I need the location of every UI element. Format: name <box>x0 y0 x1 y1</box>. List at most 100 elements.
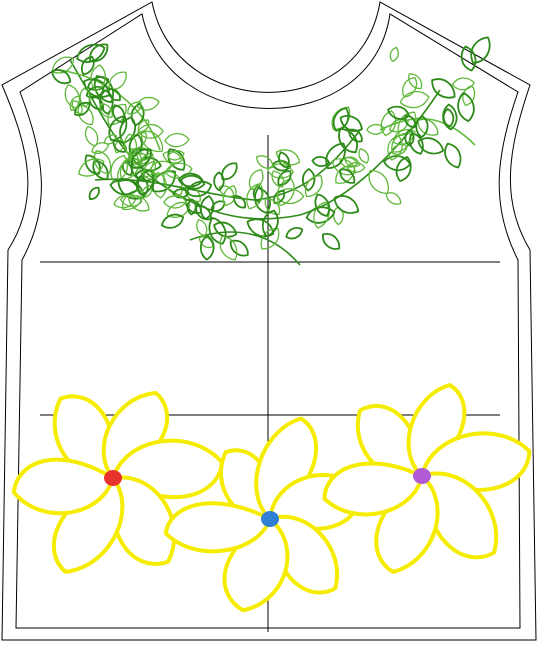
leaf <box>311 156 331 168</box>
leaf <box>167 148 186 171</box>
leaf <box>77 104 94 126</box>
leaf <box>198 236 214 248</box>
leaf <box>246 183 264 210</box>
flower-middle <box>163 416 363 613</box>
leaf <box>107 103 127 126</box>
leaf <box>143 161 156 178</box>
vine-stem <box>59 69 161 151</box>
leaf <box>87 76 110 91</box>
leaf <box>261 209 279 238</box>
leaf <box>444 142 462 169</box>
leaf <box>260 228 280 250</box>
leaf <box>233 195 247 209</box>
leaf <box>333 195 360 214</box>
leaf <box>431 78 456 99</box>
leaf <box>199 234 215 261</box>
leaf <box>346 162 366 173</box>
leaf <box>278 151 290 169</box>
leaf <box>252 184 264 203</box>
leaf <box>248 169 264 191</box>
flower-center <box>413 468 431 484</box>
leaf <box>389 118 409 133</box>
leaf <box>305 206 336 224</box>
leaf <box>358 148 370 164</box>
leaf <box>164 162 193 179</box>
leaf <box>99 103 113 118</box>
leaf <box>78 158 105 177</box>
leaf <box>339 115 363 132</box>
leaf <box>383 155 412 172</box>
leaf <box>79 87 91 108</box>
leaf <box>128 147 154 161</box>
garment-inner-outline <box>15 13 521 629</box>
leaf <box>163 170 183 196</box>
leaf <box>404 129 415 147</box>
leaf <box>402 76 418 98</box>
flower-petal <box>11 457 115 516</box>
leaf <box>254 186 271 214</box>
leaf <box>314 193 331 217</box>
leaf <box>457 92 475 123</box>
leaf <box>185 180 213 198</box>
leaf <box>417 118 439 136</box>
leaf <box>109 178 140 196</box>
leaf <box>304 175 323 198</box>
flower-center <box>261 511 279 527</box>
leaf <box>130 148 152 169</box>
leaf <box>76 43 106 63</box>
leaf <box>152 170 176 193</box>
leaf <box>137 123 164 139</box>
leaf <box>325 142 346 170</box>
leaf <box>148 160 173 176</box>
flower-center <box>104 470 122 486</box>
leaf <box>395 156 412 182</box>
leaf <box>89 43 109 63</box>
leaf <box>166 201 191 218</box>
flower-petal <box>322 461 424 517</box>
leaf <box>121 190 144 211</box>
leaf <box>51 69 72 85</box>
leaf <box>221 162 238 181</box>
leaf <box>399 90 430 109</box>
leaf <box>92 160 109 181</box>
leaf <box>84 154 101 175</box>
leaf <box>135 96 160 111</box>
leaf <box>442 108 455 128</box>
leaf <box>417 137 445 155</box>
leaf <box>451 77 475 91</box>
leaf <box>196 218 208 237</box>
leaf <box>404 114 416 128</box>
leaf <box>127 101 142 115</box>
leaf <box>264 198 281 215</box>
leaf <box>127 148 149 164</box>
leaf <box>127 151 147 163</box>
leaf <box>366 123 386 135</box>
leaf <box>266 163 295 179</box>
flower-petal <box>163 501 272 554</box>
leaf <box>69 95 82 112</box>
leaf <box>167 150 185 161</box>
flower-right <box>322 382 532 574</box>
leaf <box>385 192 402 205</box>
leaf <box>186 198 197 216</box>
leaf <box>180 174 206 190</box>
leaf <box>107 88 121 102</box>
leaf <box>229 239 249 257</box>
leaf <box>172 188 190 199</box>
flower-left <box>11 391 225 574</box>
flower-petal <box>222 517 290 613</box>
leaf <box>210 200 226 212</box>
leaf <box>85 85 105 99</box>
leaf <box>277 170 292 186</box>
leaf <box>208 217 227 245</box>
leaf <box>91 142 110 155</box>
leaf <box>213 171 225 192</box>
leaf <box>415 115 429 139</box>
leaf <box>163 195 187 209</box>
leaf <box>322 233 341 250</box>
leaf <box>338 128 358 154</box>
leaf <box>285 227 304 240</box>
